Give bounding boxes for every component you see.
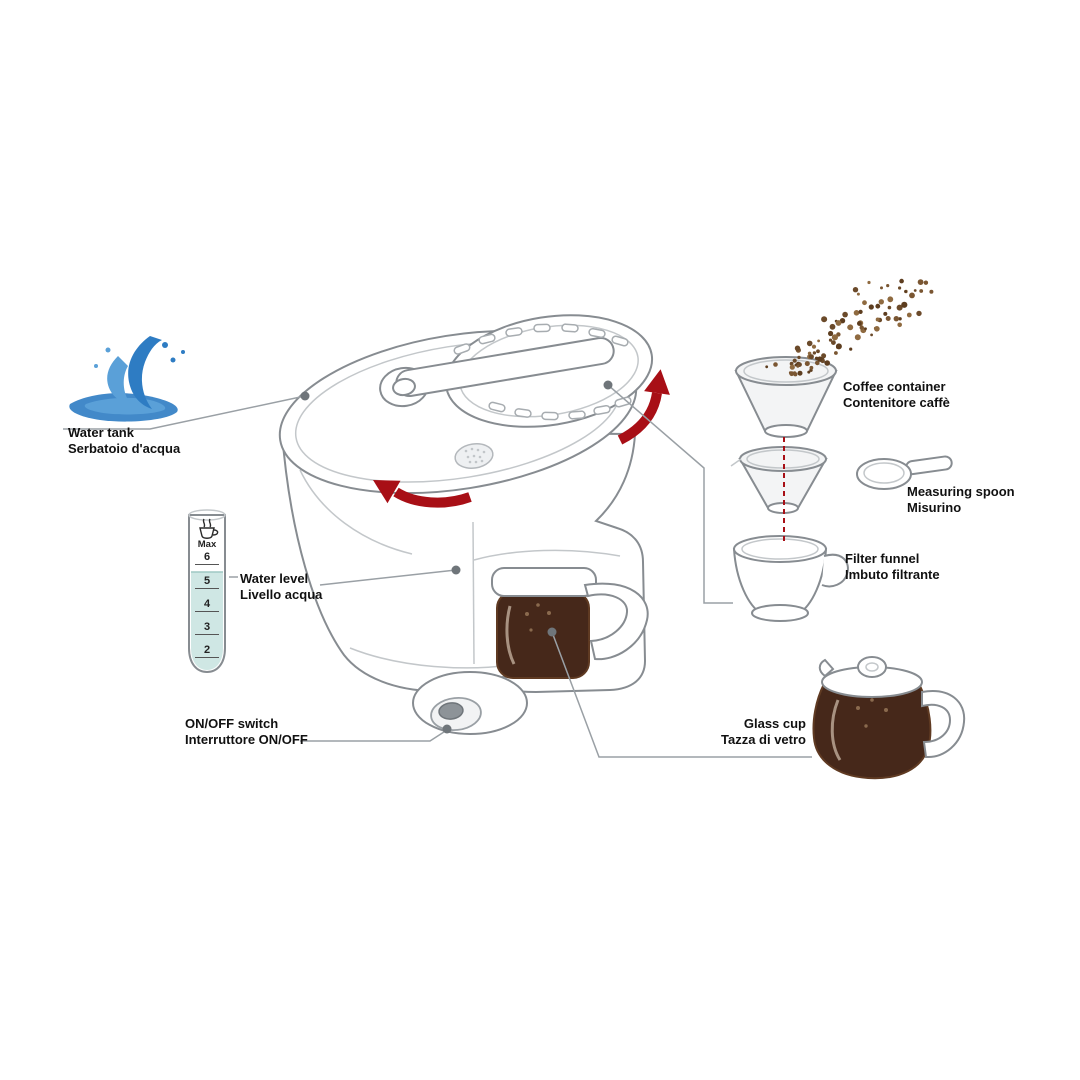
filter-funnel-label: Filter funnel Imbuto filtrante — [845, 551, 940, 583]
coffee-container-illustration — [734, 356, 838, 438]
rotation-arrow-left — [373, 480, 472, 508]
glass-cup-label-it: Tazza di vetro — [720, 732, 806, 747]
machine-handle — [379, 336, 615, 408]
glass-cup-leader — [551, 631, 812, 758]
on-off-switch-label: ON/OFF switch Interruttore ON/OFF — [185, 716, 308, 748]
gauge-tick-5: 5 — [195, 575, 219, 589]
on-off-switch-label-en: ON/OFF switch — [185, 716, 279, 731]
measuring-spoon-illustration — [856, 455, 953, 490]
measuring-spoon-label-en: Measuring spoon — [907, 484, 1015, 499]
carafe-handle — [583, 582, 649, 661]
water-level-label-it: Livello acqua — [240, 587, 323, 602]
water-tank-leader — [63, 395, 306, 430]
coffee-container-label-en: Coffee container — [843, 379, 946, 394]
water-level-label: Water level Livello acqua — [240, 571, 322, 603]
gauge-max-label: Max — [197, 539, 217, 550]
gauge-tick-2: 2 — [195, 644, 219, 658]
water-level-label-en: Water level — [240, 571, 309, 586]
gauge-tick-6: 6 — [195, 551, 219, 565]
water-splash-illustration — [69, 336, 185, 422]
gauge-tick-4: 4 — [195, 598, 219, 612]
filter-funnel-leader — [607, 384, 733, 604]
machine-carafe — [491, 567, 649, 679]
measuring-spoon-label-it: Misurino — [907, 500, 962, 515]
carafe-lid — [491, 567, 597, 597]
water-inlet — [454, 443, 494, 469]
water-tank-label: Water tank Serbatoio d'acqua — [68, 425, 180, 457]
filter-funnel-illustration — [730, 446, 828, 514]
water-level-leader-b — [319, 569, 457, 586]
water-level-gauge — [188, 509, 226, 674]
rotation-arrow-right — [617, 369, 670, 445]
funnel-holder-illustration — [732, 535, 849, 622]
on-off-switch-label-it: Interruttore ON/OFF — [185, 732, 308, 747]
on-off-switch — [430, 696, 482, 732]
measuring-spoon-label: Measuring spoon Misurino — [907, 484, 1015, 516]
glass-cup-label: Glass cup Tazza di vetro — [606, 716, 806, 748]
hot-cup-icon — [199, 518, 219, 539]
coffee-container-label-it: Contenitore caffè — [843, 395, 950, 410]
glass-cup-handle — [921, 690, 966, 759]
gauge-tick-3: 3 — [195, 621, 219, 635]
glass-cup-label-en: Glass cup — [743, 716, 806, 731]
coffee-container-label: Coffee container Contenitore caffè — [843, 379, 950, 411]
coffee-machine-illustration — [278, 314, 670, 735]
coffee-grounds-stream — [765, 278, 934, 377]
lid-vent-slots — [453, 323, 632, 421]
water-tank-label-en: Water tank — [68, 425, 134, 440]
filter-funnel-label-en: Filter funnel — [845, 551, 920, 566]
glass-cup-illustration — [812, 656, 966, 780]
water-tank-label-it: Serbatoio d'acqua — [68, 441, 181, 456]
leader-lines — [63, 380, 812, 758]
filter-funnel-label-it: Imbuto filtrante — [845, 567, 940, 582]
on-off-leader — [300, 729, 448, 742]
